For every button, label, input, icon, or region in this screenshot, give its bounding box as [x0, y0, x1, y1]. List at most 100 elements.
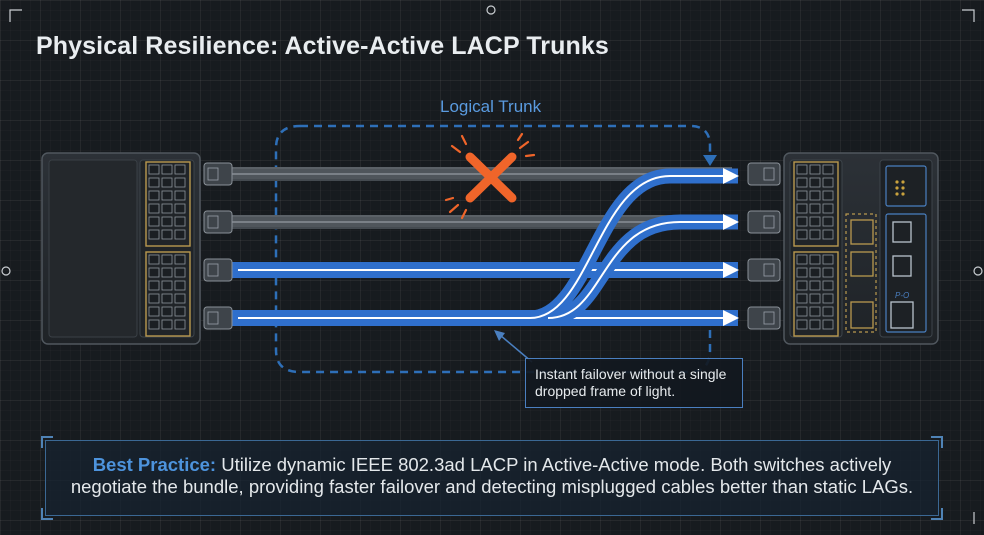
- switch-port: [796, 293, 808, 304]
- switch-port: [174, 319, 186, 330]
- svg-text:P-O: P-O: [895, 291, 909, 300]
- switch-port: [148, 229, 160, 240]
- switch-port: [796, 177, 808, 188]
- trunk-arrowhead: [703, 155, 717, 166]
- switch-port: [148, 293, 160, 304]
- failover-callout: Instant failover without a single droppe…: [525, 358, 743, 408]
- switch-port: [796, 190, 808, 201]
- switch-port: [148, 280, 160, 291]
- switch-port: [174, 293, 186, 304]
- switch-port: [822, 293, 834, 304]
- switch-port: [174, 254, 186, 265]
- switch-port: [161, 229, 173, 240]
- switch-port: [796, 229, 808, 240]
- connector-latch: [763, 215, 775, 229]
- switch-port: [822, 177, 834, 188]
- switch-port: [809, 229, 821, 240]
- switch-port: [822, 190, 834, 201]
- switch-port: [796, 254, 808, 265]
- right-switch-icon: P-O: [783, 152, 939, 345]
- failover-reroute-paths: [529, 168, 739, 326]
- callout-pointer: [499, 334, 533, 363]
- switch-port: [809, 190, 821, 201]
- switch-port: [148, 254, 160, 265]
- switch-port: [822, 306, 834, 317]
- switch-port: [809, 177, 821, 188]
- switch-port: [822, 319, 834, 330]
- switch-port: [148, 190, 160, 201]
- connector-latch: [207, 167, 219, 181]
- status-led-icon: [895, 180, 905, 196]
- switch-port: [174, 229, 186, 240]
- best-practice-box: Best Practice: Utilize dynamic IEEE 802.…: [41, 436, 943, 520]
- switch-port: [174, 203, 186, 214]
- connector-latch: [207, 311, 219, 325]
- switch-port: [161, 293, 173, 304]
- switch-port: [809, 203, 821, 214]
- switch-port: [796, 280, 808, 291]
- switch-port: [161, 177, 173, 188]
- switch-port: [161, 280, 173, 291]
- switch-port: [161, 306, 173, 317]
- connector-latch: [763, 167, 775, 181]
- switch-port: [796, 319, 808, 330]
- switch-port: [161, 164, 173, 175]
- switch-port: [809, 293, 821, 304]
- switch-port: [809, 319, 821, 330]
- switch-port: [174, 267, 186, 278]
- switch-port: [174, 216, 186, 227]
- switch-port: [796, 164, 808, 175]
- switch-port: [809, 280, 821, 291]
- switch-port: [174, 306, 186, 317]
- switch-port: [148, 319, 160, 330]
- best-practice-line-2: negotiate the bundle, providing faster f…: [70, 476, 914, 497]
- switch-port: [161, 319, 173, 330]
- switch-port: [809, 267, 821, 278]
- switch-port: [148, 177, 160, 188]
- switch-port: [148, 216, 160, 227]
- page-title: Physical Resilience: Active-Active LACP …: [36, 32, 609, 60]
- switch-port: [148, 164, 160, 175]
- switch-port: [174, 164, 186, 175]
- switch-port: [161, 254, 173, 265]
- left-switch-icon: [41, 152, 201, 345]
- switch-port: [822, 280, 834, 291]
- switch-port: [822, 164, 834, 175]
- switch-port: [148, 267, 160, 278]
- connector-latch: [207, 215, 219, 229]
- switch-port: [174, 177, 186, 188]
- switch-port: [822, 254, 834, 265]
- switch-port: [822, 267, 834, 278]
- switch-port: [796, 203, 808, 214]
- switch-port: [174, 190, 186, 201]
- best-practice-line-1: Best Practice: Utilize dynamic IEEE 802.…: [60, 454, 924, 476]
- best-practice-lead: Best Practice:: [92, 454, 217, 475]
- frame-markers: [1, 5, 983, 524]
- switch-port: [174, 280, 186, 291]
- switch-port: [161, 190, 173, 201]
- switch-port: [822, 229, 834, 240]
- callout-line-1: Instant failover without a single: [535, 366, 727, 382]
- switch-port: [822, 216, 834, 227]
- cable-connectors: [203, 162, 781, 330]
- best-practice-text-1: Utilize dynamic IEEE 802.3ad LACP in Act…: [216, 454, 892, 475]
- switch-port: [148, 306, 160, 317]
- connector-latch: [763, 311, 775, 325]
- switch-port: [809, 164, 821, 175]
- callout-line-2: dropped frame of light.: [535, 383, 676, 399]
- connector-latch: [207, 263, 219, 277]
- switch-port: [809, 254, 821, 265]
- box-corner: [931, 436, 943, 448]
- switch-port: [822, 203, 834, 214]
- switch-port: [796, 267, 808, 278]
- failure-x-icon: [444, 132, 536, 220]
- logical-trunk-label: Logical Trunk: [440, 97, 542, 116]
- box-corner: [931, 508, 943, 520]
- callout-pointer-head: [494, 330, 505, 341]
- box-corner: [41, 436, 53, 448]
- switch-port: [161, 216, 173, 227]
- logical-trunk-boundary: [274, 124, 712, 374]
- switch-port: [809, 216, 821, 227]
